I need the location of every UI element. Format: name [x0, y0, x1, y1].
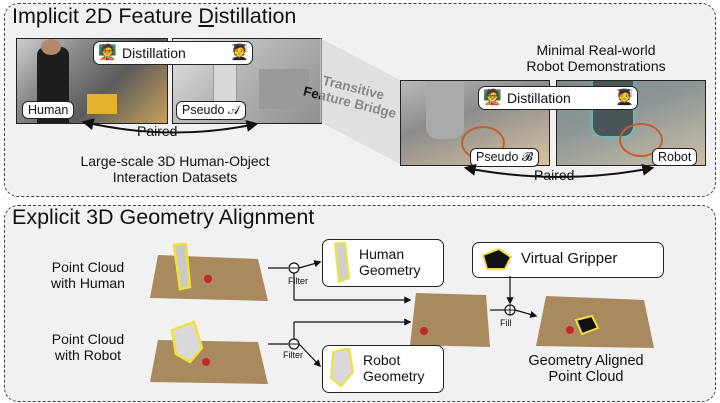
filter-label-bottom: Filter [283, 350, 303, 360]
top-panel-title: Implicit 2D Feature Distillation [12, 4, 297, 28]
distillation-label-right: Distillation [507, 90, 571, 106]
teacher-icon: 🧑‍🏫 [98, 44, 117, 61]
pc-human-scene [150, 241, 268, 303]
robot-geometry-label: Robot Geometry [363, 352, 425, 384]
pc-robot-label: Point Cloud with Robot [51, 331, 125, 363]
robot-tag: Robot [652, 148, 698, 166]
pc-human-label: Point Cloud with Human [51, 259, 125, 291]
human-geometry-box: Human Geometry [322, 239, 444, 287]
pc-filtered-scene [410, 291, 490, 349]
real-world-caption: Minimal Real-world Robot Demonstrations [526, 42, 666, 74]
student-icon: 🧑‍🎓 [615, 89, 634, 106]
robot-geometry-box: Robot Geometry [322, 345, 444, 393]
aligned-caption: Geometry Aligned Point Cloud [528, 353, 644, 385]
filter-label-top: Filter [288, 276, 308, 286]
virtual-gripper-label: Virtual Gripper [521, 250, 618, 267]
paired-arrow-right [463, 163, 655, 178]
datasets-caption: Large-scale 3D Human-Object Interaction … [80, 153, 270, 185]
human-tag: Human [22, 101, 75, 119]
pc-aligned-scene [536, 290, 654, 350]
gripper-icon [481, 247, 513, 270]
distillation-box-left: 🧑‍🏫 Distillation 🧑‍🎓 [93, 41, 253, 65]
human-geometry-label: Human Geometry [359, 246, 421, 278]
bottom-panel-title: Explicit 3D Geometry Alignment [12, 205, 315, 229]
fill-label: Fill [500, 318, 512, 328]
student-icon: 🧑‍🎓 [230, 44, 249, 61]
pc-robot-scene [150, 320, 268, 386]
virtual-gripper-box: Virtual Gripper [472, 242, 664, 278]
paired-arrow-left [81, 118, 259, 134]
distillation-box-right: 🧑‍🏫 Distillation 🧑‍🎓 [478, 86, 638, 110]
teacher-icon: 🧑‍🏫 [483, 89, 502, 106]
distillation-label-left: Distillation [122, 45, 186, 61]
pseudo-a-tag: Pseudo 𝒜 [176, 101, 246, 120]
